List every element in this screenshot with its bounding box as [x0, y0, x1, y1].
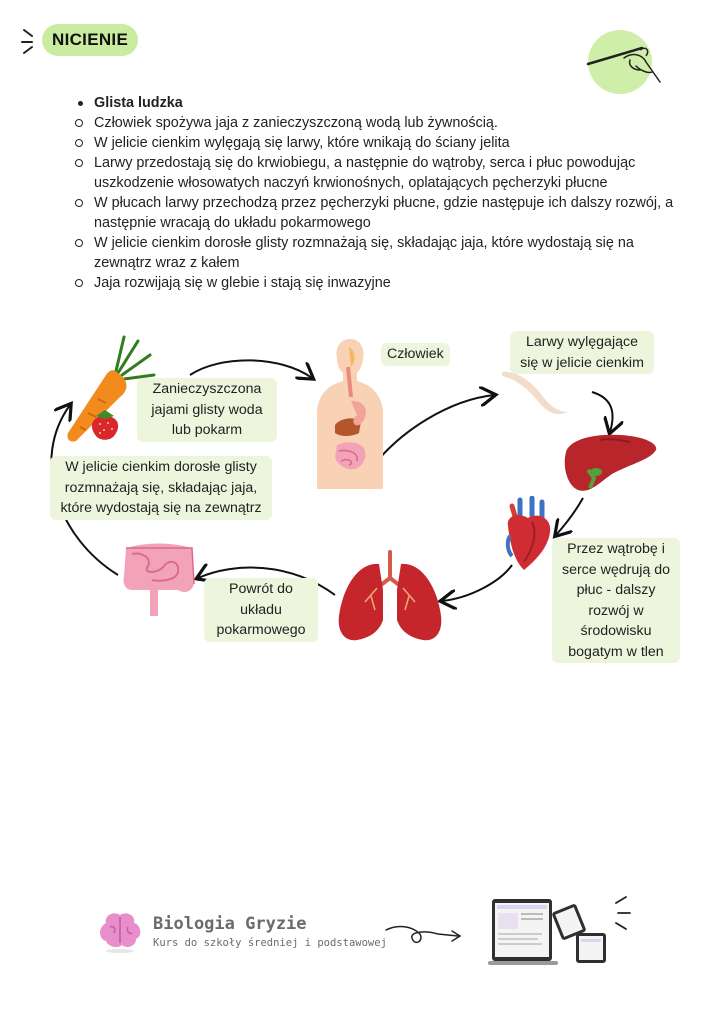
sparkle-icon: [21, 29, 33, 54]
list-item: Larwy przedostają się do krwiobiegu, a n…: [75, 153, 674, 193]
notes-section: Glista ludzka Człowiek spożywa jaja z za…: [74, 93, 674, 293]
list-item: W jelicie cienkim wylęgają się larwy, kt…: [75, 133, 674, 153]
arrow-lungs-to-intestine: [198, 568, 336, 596]
page-title: NICIENIE: [42, 24, 139, 56]
human-digestive-system-icon: [317, 339, 383, 489]
intestine-icon: [123, 543, 195, 616]
notes-heading-item: Glista ludzka Człowiek spożywa jaja z za…: [74, 93, 674, 293]
arrow-larvae-to-liver: [591, 391, 613, 432]
brand-subtitle: Kurs do szkoły średniej i podstawowej: [153, 937, 387, 949]
list-item: Człowiek spożywa jaja z zanieczyszczoną …: [75, 113, 674, 133]
arrow-liver-to-heart: [556, 497, 584, 535]
liver-icon: [564, 434, 657, 491]
larvae-label: Larwy wylęgające się w jelicie cienkim: [510, 331, 654, 374]
devices-icon: [488, 896, 631, 965]
notes-heading: Glista ludzka: [94, 95, 183, 111]
lungs-icon: [338, 550, 442, 641]
notes-list: Człowiek spożywa jaja z zanieczyszczoną …: [75, 113, 674, 293]
reproduce-label: W jelicie cienkim dorosłe glisty rozmnaż…: [50, 456, 272, 520]
carrot-icon: [67, 335, 156, 442]
arrow-food-to-human: [189, 359, 312, 378]
curly-arrow-icon: [385, 925, 462, 944]
arrow-heart-to-lungs: [442, 564, 513, 601]
return-label: Powrót do układu pokarmowego: [204, 578, 318, 642]
writing-hand-icon: [586, 46, 661, 83]
food-label: Zanieczyszczona jajami glisty woda lub p…: [137, 378, 277, 442]
strawberry-icon: [91, 410, 119, 440]
list-item: Jaja rozwijają się w glebie i stają się …: [75, 273, 674, 293]
roundworm-larva-icon: [502, 371, 568, 414]
list-item: W płucach larwy przechodzą przez pęcherz…: [75, 195, 674, 231]
arrow-human-to-larvae: [369, 395, 494, 471]
liver-heart-label: Przez wątrobę i serce wędrują do płuc - …: [552, 538, 680, 663]
brain-logo-icon: [100, 913, 141, 953]
heart-icon: [505, 496, 551, 570]
human-label: Człowiek: [381, 343, 450, 366]
list-item: W jelicie cienkim dorosłe glisty rozmnaż…: [75, 233, 674, 273]
brand-name: Biologia Gryzie: [153, 914, 307, 934]
